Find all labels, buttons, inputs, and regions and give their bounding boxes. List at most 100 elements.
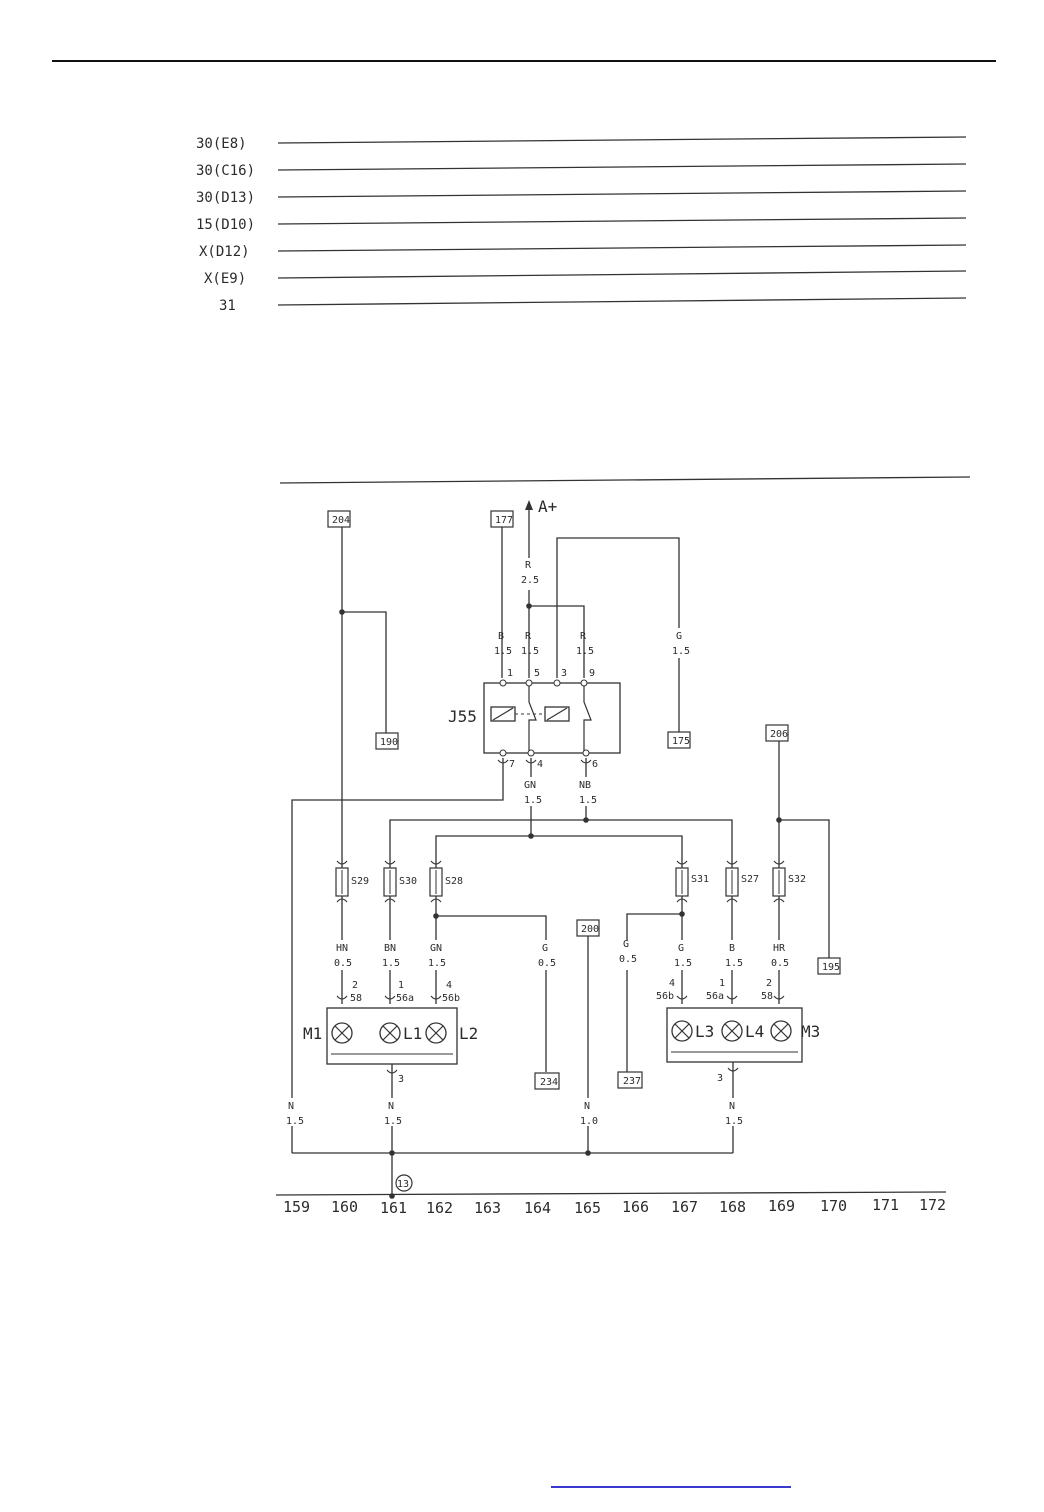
lamp-label-l1: L1 (403, 1024, 422, 1043)
svg-text:3: 3 (717, 1073, 723, 1084)
lamp-label-l4: L4 (745, 1022, 764, 1041)
wire-color: HR (773, 943, 786, 954)
svg-text:56a: 56a (706, 991, 724, 1002)
bus-label: X(E9) (204, 271, 246, 287)
ref-200: 200 (581, 924, 599, 935)
axis-label: 167 (671, 1198, 698, 1216)
bus-label: 30(E8) (196, 136, 247, 152)
relay-pin: 3 (561, 668, 567, 679)
wire-gauge: 0.5 (538, 958, 556, 969)
axis-label: 168 (719, 1198, 746, 1216)
axis-label: 170 (820, 1197, 847, 1215)
fuse-label: S29 (351, 876, 369, 887)
ref-190: 190 (380, 737, 398, 748)
bus-label: 30(C16) (196, 163, 255, 179)
junction-dots (339, 603, 782, 1199)
fuse-label: S28 (445, 876, 463, 887)
svg-text:1: 1 (719, 978, 725, 989)
ref-206: 206 (770, 729, 788, 740)
wire-gauge: 1.5 (674, 958, 692, 969)
bus-label: X(D12) (199, 244, 250, 260)
relay-pin: 1 (507, 668, 513, 679)
axis-label: 165 (574, 1199, 601, 1217)
ground-label: 13 (397, 1179, 409, 1190)
svg-text:56b: 56b (442, 993, 460, 1004)
svg-text:1: 1 (398, 980, 404, 991)
header-rule (52, 60, 996, 62)
relay-pin: 9 (589, 668, 595, 679)
ref-234: 234 (540, 1077, 558, 1088)
lamp-label-m1: M1 (303, 1024, 322, 1043)
ref-175: 175 (672, 736, 690, 747)
wire-color: N (388, 1101, 394, 1112)
wire-color: G (676, 631, 682, 642)
lamp-label-l2: L2 (459, 1024, 478, 1043)
bus-label: 15(D10) (196, 217, 255, 233)
lamp-label-l3: L3 (695, 1022, 714, 1041)
wire-gauge: 1.5 (521, 646, 539, 657)
lamp-label-m3: M3 (801, 1022, 820, 1041)
bus-label: 31 (219, 298, 236, 314)
axis-label: 166 (622, 1198, 649, 1216)
fuse-label: S30 (399, 876, 417, 887)
column-axis: 159 160 161 162 163 164 165 166 167 168 … (283, 1196, 946, 1217)
svg-text:56a: 56a (396, 993, 414, 1004)
wire-color: N (288, 1101, 294, 1112)
wire-color: B (498, 631, 504, 642)
wire-gauge: 1.5 (576, 646, 594, 657)
wire-gauge: 0.5 (771, 958, 789, 969)
wire-color: B (729, 943, 735, 954)
svg-text:56b: 56b (656, 991, 674, 1002)
ref-204: 204 (332, 515, 350, 526)
axis-label: 163 (474, 1199, 501, 1217)
wire-gauge: 2.5 (521, 575, 539, 586)
fuse-label: S27 (741, 874, 759, 885)
wire-color: GN (524, 780, 536, 791)
wire-labels: R 2.5 B 1.5 R 1.5 R 1.5 G 1.5 GN 1.5 NB … (286, 560, 789, 1127)
svg-text:4: 4 (446, 980, 452, 991)
axis-label: 162 (426, 1199, 453, 1217)
wire-color: G (623, 939, 629, 950)
svg-text:58: 58 (350, 993, 362, 1004)
relay-pin: 7 (509, 759, 515, 770)
ground-marker-icon (395, 1174, 413, 1192)
wire-gauge: 1.5 (579, 795, 597, 806)
wire-gauge: 1.5 (672, 646, 690, 657)
ref-195: 195 (822, 962, 840, 973)
axis-label: 172 (919, 1196, 946, 1214)
wire-gauge: 1.5 (494, 646, 512, 657)
fuse-elements (341, 870, 780, 894)
relay-j55 (483, 679, 621, 757)
fuse-label: S31 (691, 874, 709, 885)
wire-gauge: 0.5 (334, 958, 352, 969)
wire-gauge: 1.5 (725, 958, 743, 969)
lamp-group-right (666, 1007, 803, 1063)
wire-color: N (584, 1101, 590, 1112)
axis-label: 160 (331, 1198, 358, 1216)
axis-label: 164 (524, 1199, 551, 1217)
ref-177: 177 (495, 515, 513, 526)
wire-color: G (542, 943, 548, 954)
wire-gauge: 1.5 (286, 1116, 304, 1127)
bus-label: 30(D13) (196, 190, 255, 206)
wire-gauge: 1.5 (428, 958, 446, 969)
footer-link-underline[interactable] (551, 1486, 791, 1488)
svg-text:58: 58 (761, 991, 773, 1002)
wire-color: R (580, 631, 587, 642)
wire-color: BN (384, 943, 396, 954)
fuse-label: S32 (788, 874, 806, 885)
wire-gauge: 1.5 (725, 1116, 743, 1127)
axis-label: 169 (768, 1197, 795, 1215)
wire-color: R (525, 631, 532, 642)
wire-color: G (678, 943, 684, 954)
wire-gauge: 1.5 (384, 1116, 402, 1127)
wire-gauge: 0.5 (619, 954, 637, 965)
wire-color: NB (579, 780, 591, 791)
reference-boxes (327, 510, 841, 1090)
lamp-group-left (326, 1007, 458, 1065)
lamp-pin-labels: 2 58 1 56a 4 56b 3 4 56b 1 56a 2 58 3 (350, 978, 773, 1085)
connector-marks (336, 759, 785, 1074)
wire-gauge: 1.0 (580, 1116, 598, 1127)
